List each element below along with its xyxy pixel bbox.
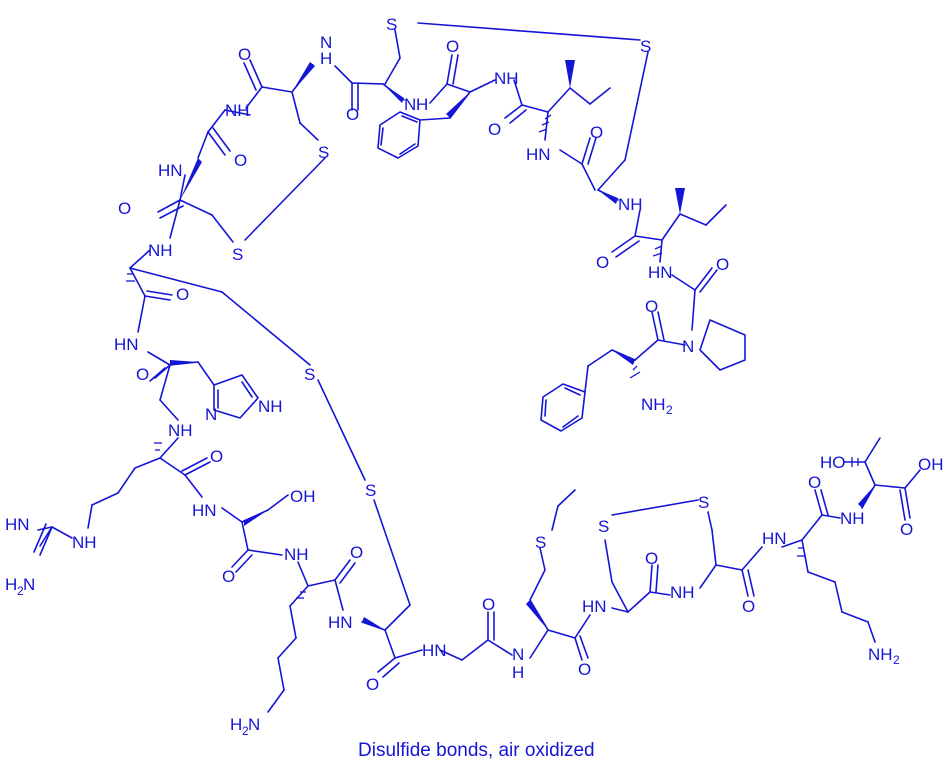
bond-layer — [33, 22, 921, 713]
figure-caption: Disulfide bonds, air oxidized — [358, 740, 595, 761]
oxygen-label: O — [596, 253, 609, 272]
oxygen-label: O — [176, 285, 189, 304]
stereo-bond-layer — [126, 60, 875, 630]
nitrogen-label: N — [205, 405, 217, 424]
amine-nh2-label: NH — [641, 395, 666, 414]
sulfur-label: S — [365, 481, 376, 500]
nh-label: N — [404, 95, 416, 114]
hydroxyl-label: HO — [820, 453, 846, 472]
hn-label: HN — [422, 641, 447, 660]
h2n-label: H — [5, 575, 17, 594]
hn-label: HN — [526, 145, 551, 164]
oxygen-label: O — [578, 660, 591, 679]
oxygen-label: O — [590, 123, 603, 142]
hn-label: HN — [114, 335, 139, 354]
sulfur-label: S — [698, 493, 709, 512]
oxygen-label: O — [482, 595, 495, 614]
nh-label: H — [512, 663, 524, 682]
sulfur-label: S — [232, 245, 243, 264]
nh-label: NH — [618, 195, 643, 214]
hn-label: HN — [328, 613, 353, 632]
atom-label-layer: S S S S S S S S S O O O O O O O O O O O … — [5, 15, 944, 738]
oxygen-label: O — [900, 520, 913, 539]
oxygen-label: O — [446, 37, 459, 56]
oxygen-label: O — [645, 549, 658, 568]
oxygen-label: O — [366, 675, 379, 694]
oxygen-label: O — [238, 45, 251, 64]
nh-label: NH — [840, 509, 865, 528]
amine-h2n-label: H — [230, 715, 242, 734]
oxygen-label: O — [118, 199, 131, 218]
nh-label: NH — [72, 533, 97, 552]
nh-label: NH — [148, 241, 173, 260]
sulfur-label: S — [304, 365, 315, 384]
h2n-sub-label: 2 — [17, 584, 24, 598]
sulfur-label: S — [318, 143, 329, 162]
oxygen-label: O — [136, 365, 149, 384]
nh-label: NH — [168, 421, 193, 440]
oxygen-label: O — [234, 151, 247, 170]
nh-label: NH — [670, 583, 695, 602]
sulfur-label: S — [386, 15, 397, 34]
nh-label: H — [320, 49, 332, 68]
amine-nh2-label: NH — [868, 645, 893, 664]
hn-label: HN — [192, 501, 217, 520]
sulfur-label: S — [640, 37, 651, 56]
nitrogen-label: N — [682, 337, 694, 356]
nh-label: NH — [258, 397, 283, 416]
oxygen-label: O — [716, 255, 729, 274]
hn-imine-label: HN — [5, 515, 30, 534]
hydroxyl-label: OH — [918, 455, 944, 474]
hn-label: HN — [762, 529, 787, 548]
oxygen-label: O — [210, 447, 223, 466]
amine-sub-label: 2 — [893, 653, 900, 667]
oxygen-label: O — [350, 543, 363, 562]
hn-label: HN — [158, 161, 183, 180]
hn-label: HN — [582, 597, 607, 616]
oxygen-label: O — [742, 597, 755, 616]
nitrogen-label: N — [512, 645, 524, 664]
amine-sub-label: 2 — [242, 724, 249, 738]
oxygen-label: O — [488, 120, 501, 139]
hn-label: HN — [648, 263, 673, 282]
amine-sub-label: 2 — [666, 403, 673, 417]
nh-label: NH — [284, 545, 309, 564]
nitrogen-label: N — [320, 33, 332, 52]
amine-n-label: N — [248, 715, 260, 734]
oxygen-label: O — [645, 297, 658, 316]
nh-label: H — [416, 95, 428, 114]
h2n-n-label: N — [23, 575, 35, 594]
oxygen-label: O — [346, 105, 359, 124]
hydroxyl-label: OH — [290, 487, 316, 506]
oxygen-label: O — [808, 473, 821, 492]
sulfur-label: S — [535, 533, 546, 552]
nh-label: NH — [494, 69, 519, 88]
sulfur-label: S — [598, 517, 609, 536]
oxygen-label: O — [222, 567, 235, 586]
nh-label: NH — [225, 101, 250, 120]
